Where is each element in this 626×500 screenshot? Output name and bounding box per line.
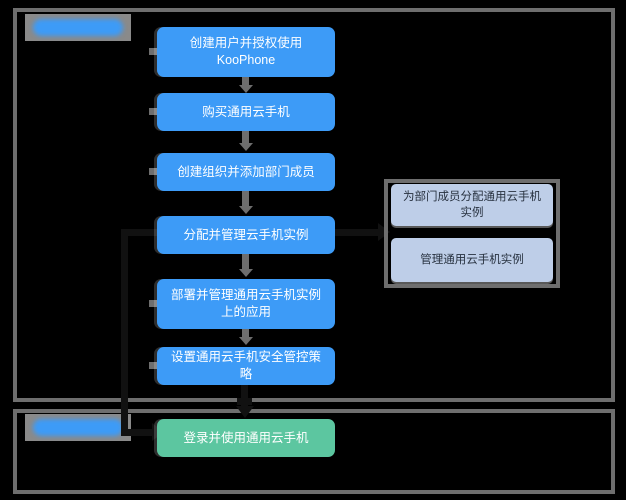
swimlane-bottom-frame <box>13 409 615 494</box>
connector-node3-node4 <box>242 191 249 207</box>
connector-node6-node7-joint <box>237 398 252 405</box>
connector-node4-node7-bottom <box>121 429 155 436</box>
flow-node-create-org[interactable]: 创建组织并添加部门成员 <box>157 153 335 191</box>
arrowhead-down-icon <box>239 337 253 345</box>
arrowhead-down-icon <box>239 143 253 151</box>
connector-node1-node2 <box>242 77 249 86</box>
arrowhead-down-icon <box>239 85 253 93</box>
redacted-text-blob <box>33 419 123 436</box>
flow-node-purchase-cloud-phone[interactable]: 购买通用云手机 <box>157 93 335 131</box>
node-stub <box>149 168 157 175</box>
redacted-text-blob <box>33 19 123 36</box>
flow-node-assign-manage-instances[interactable]: 分配并管理云手机实例 <box>157 216 335 254</box>
node-stub <box>149 108 157 115</box>
connector-node4-node7-vertical <box>121 229 128 436</box>
flow-node-security-policy[interactable]: 设置通用云手机安全管控策略 <box>157 347 335 385</box>
arrowhead-down-icon <box>239 269 253 277</box>
swimlane-top-label <box>25 14 131 41</box>
connector-node5-node6 <box>242 329 249 339</box>
connector-node4-subpanel <box>335 229 383 236</box>
connector-node4-node7-top <box>121 229 161 236</box>
flow-node-deploy-manage-apps[interactable]: 部署并管理通用云手机实例上的应用 <box>157 279 335 329</box>
swimlane-top-frame <box>13 8 615 402</box>
arrowhead-down-icon <box>239 206 253 214</box>
subnode-manage-instance[interactable]: 管理通用云手机实例 <box>391 238 553 282</box>
flow-node-create-user[interactable]: 创建用户并授权使用 KooPhone <box>157 27 335 77</box>
flow-node-login-use[interactable]: 登录并使用通用云手机 <box>157 419 335 457</box>
connector-node2-node3 <box>242 131 249 144</box>
connector-node4-node5 <box>242 254 249 270</box>
node-stub <box>149 48 157 55</box>
subpanel-frame <box>384 179 560 288</box>
arrowhead-down-icon <box>236 406 254 418</box>
swimlane-bottom-label <box>25 414 131 441</box>
node-stub <box>149 362 157 369</box>
subnode-assign-instance-to-member[interactable]: 为部门成员分配通用云手机实例 <box>391 184 553 226</box>
node-stub <box>149 300 157 307</box>
